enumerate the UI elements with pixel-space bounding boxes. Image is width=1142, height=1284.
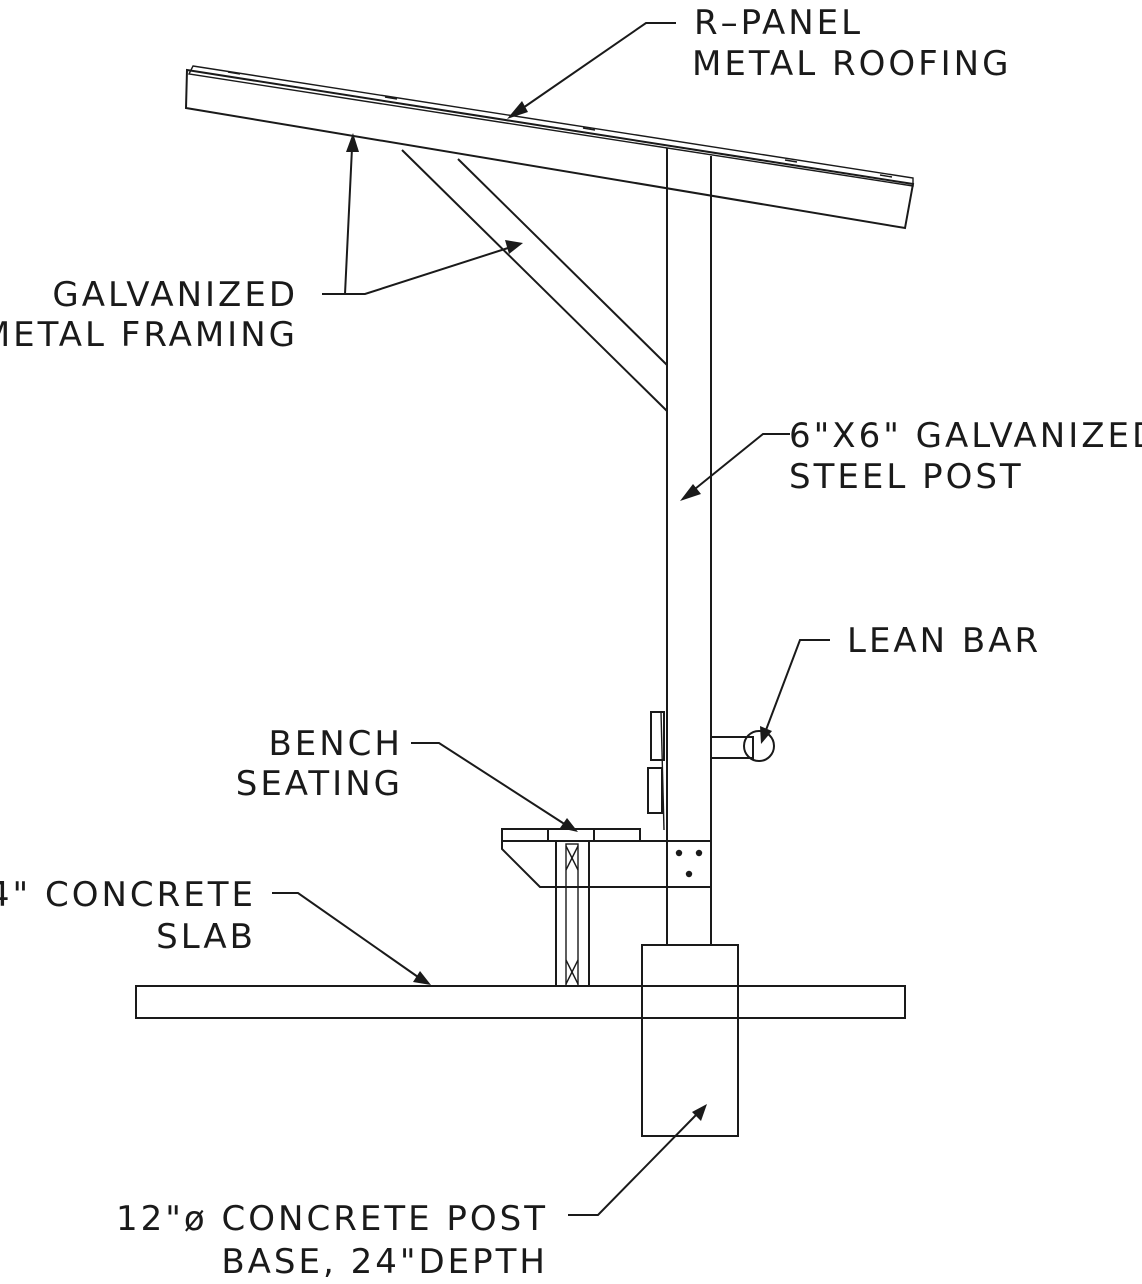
steel-post	[666, 148, 712, 945]
framing-label-line1: GALVANIZED	[52, 275, 298, 315]
roof-panel	[187, 65, 914, 187]
lean-bar-label: LEAN BAR	[847, 621, 1041, 661]
bench-label-line1: BENCH	[268, 724, 403, 764]
bench-label-line2: SEATING	[236, 764, 403, 804]
seat-board-2	[547, 828, 595, 842]
roofing-label-line1: R–PANEL	[694, 3, 863, 43]
post-label-line1: 6"X6" GALVANIZED	[789, 416, 1142, 456]
seat-board-3	[593, 828, 641, 842]
roof-assembly	[184, 65, 915, 230]
roofing-label-line2: METAL ROOFING	[692, 44, 1011, 84]
bench-backrest	[647, 711, 665, 831]
bench-leg	[555, 841, 590, 987]
bench-bracket	[666, 840, 712, 888]
post-base-label-line2: BASE, 24"DEPTH	[221, 1242, 548, 1282]
knee-brace	[401, 149, 668, 412]
leaders	[272, 22, 830, 1216]
bench-frame	[501, 840, 668, 888]
slab-label-line2: SLAB	[156, 917, 256, 957]
roof-panel-ribs	[227, 71, 893, 178]
slab-label-line1: 4" CONCRETE	[0, 875, 256, 915]
seat-board-1	[501, 828, 549, 842]
lean-bar	[710, 730, 775, 762]
post-label-line2: STEEL POST	[789, 457, 1024, 497]
roof-beam	[184, 68, 915, 230]
concrete-slab	[135, 985, 906, 1019]
labels: R–PANEL METAL ROOFING GALVANIZED METAL F…	[0, 3, 1142, 1282]
post-base-label-line1: 12"ø CONCRETE POST	[116, 1199, 548, 1239]
framing-label-line2: METAL FRAMING	[0, 315, 298, 355]
bench-assembly	[501, 828, 712, 987]
concrete-post-base	[641, 944, 739, 1137]
